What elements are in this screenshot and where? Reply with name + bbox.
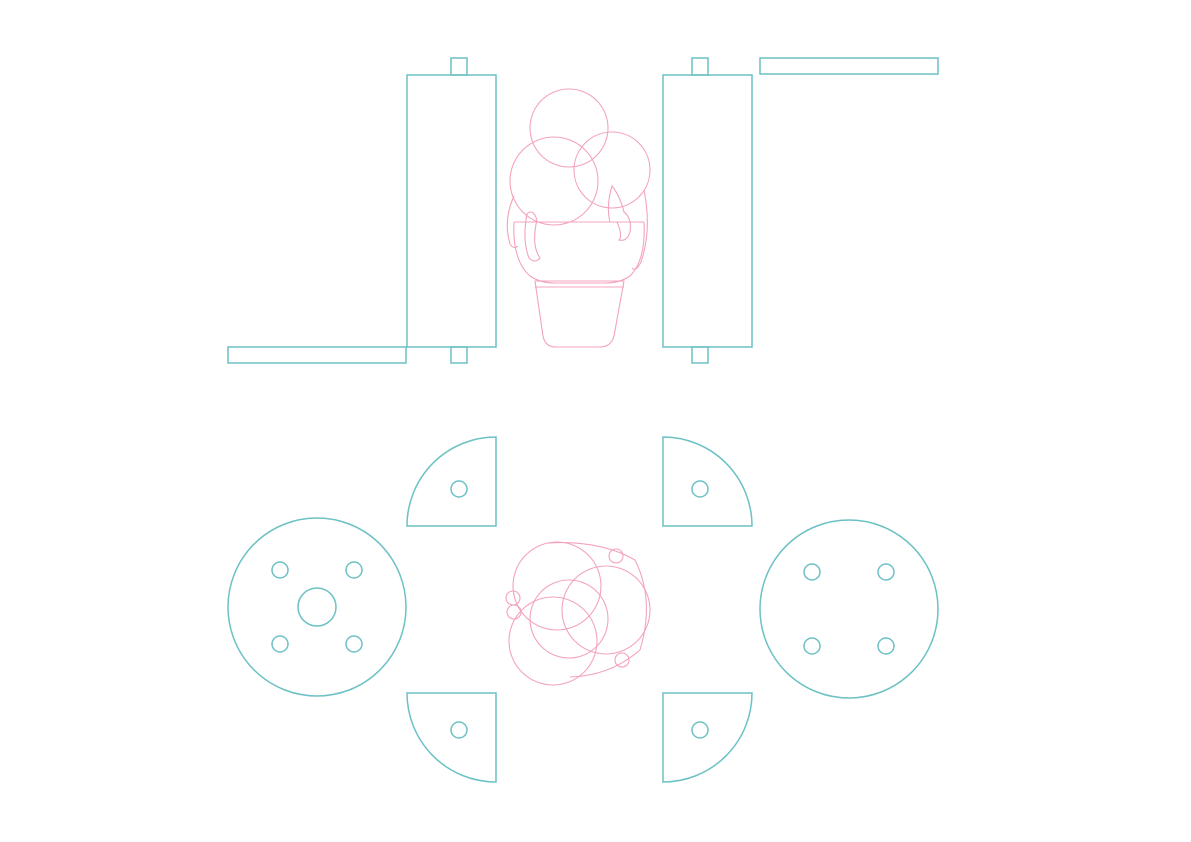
drum-right-axle-top bbox=[691, 57, 709, 76]
flange-right bbox=[759, 519, 939, 699]
door-panel-left bbox=[227, 346, 407, 364]
drum-left-body bbox=[406, 74, 497, 348]
flange-left-bolt-hole bbox=[271, 635, 289, 653]
quarter-plate-bottom-left-outline bbox=[406, 692, 497, 783]
figure-front-scoop-top bbox=[529, 88, 609, 168]
figure-front-cup bbox=[534, 280, 625, 348]
flange-left-center-hole bbox=[297, 587, 337, 627]
flange-left bbox=[227, 517, 407, 697]
flange-left-bolt-hole bbox=[345, 635, 363, 653]
figure-front-hand-right bbox=[607, 184, 631, 241]
drum-left bbox=[406, 57, 497, 364]
quarter-plate-top-left-outline bbox=[406, 436, 497, 527]
figure-front-body bbox=[513, 221, 645, 284]
drum-right bbox=[662, 57, 753, 364]
quarter-plate-top-right-hole bbox=[691, 480, 709, 498]
drum-right-body bbox=[662, 74, 753, 348]
elevation-view bbox=[227, 57, 939, 364]
figure-top-knob bbox=[614, 652, 630, 668]
quarter-plate-bottom-left-hole bbox=[450, 721, 468, 739]
quarter-plate-bottom-left bbox=[406, 692, 497, 783]
plan-view bbox=[227, 436, 939, 783]
figure-top-scoop-center bbox=[529, 579, 609, 659]
quarter-plate-top-left bbox=[406, 436, 497, 527]
drum-left-axle-bottom bbox=[450, 346, 468, 364]
figure-front-scoop-left bbox=[509, 136, 599, 226]
figure-front-hand-left bbox=[524, 211, 541, 262]
flange-left-bolt-hole bbox=[345, 561, 363, 579]
figure-top-brim bbox=[547, 542, 647, 678]
figure-front-tuft-right bbox=[631, 189, 648, 270]
flange-right-bolt-hole bbox=[877, 637, 895, 655]
figure-top-scoop-right bbox=[561, 565, 651, 655]
drum-right-axle-bottom bbox=[691, 346, 709, 364]
flange-right-outline bbox=[759, 519, 939, 699]
door-panel-right bbox=[759, 57, 939, 75]
quarter-plate-bottom-right bbox=[662, 692, 753, 783]
figure-top bbox=[505, 541, 651, 686]
quarter-plate-top-left-hole bbox=[450, 480, 468, 498]
figure-top-scoop-upper bbox=[512, 541, 602, 631]
figure-front-tuft-left bbox=[506, 195, 519, 249]
figure-top-knob bbox=[505, 590, 521, 606]
figure-front bbox=[506, 88, 651, 348]
flange-right-bolt-hole bbox=[877, 563, 895, 581]
figure-top-knob bbox=[608, 548, 624, 564]
quarter-plate-bottom-right-hole bbox=[691, 721, 709, 739]
quarter-plate-top-right-outline bbox=[662, 436, 753, 527]
flange-left-bolt-hole bbox=[271, 561, 289, 579]
figure-front-scoop-right bbox=[573, 131, 651, 209]
flange-left-outline bbox=[227, 517, 407, 697]
figure-top-scoop-lower bbox=[508, 596, 598, 686]
quarter-plate-bottom-right-outline bbox=[662, 692, 753, 783]
flange-right-bolt-hole bbox=[803, 637, 821, 655]
drum-left-axle-top bbox=[450, 57, 468, 76]
flange-right-bolt-hole bbox=[803, 563, 821, 581]
quarter-plate-top-right bbox=[662, 436, 753, 527]
